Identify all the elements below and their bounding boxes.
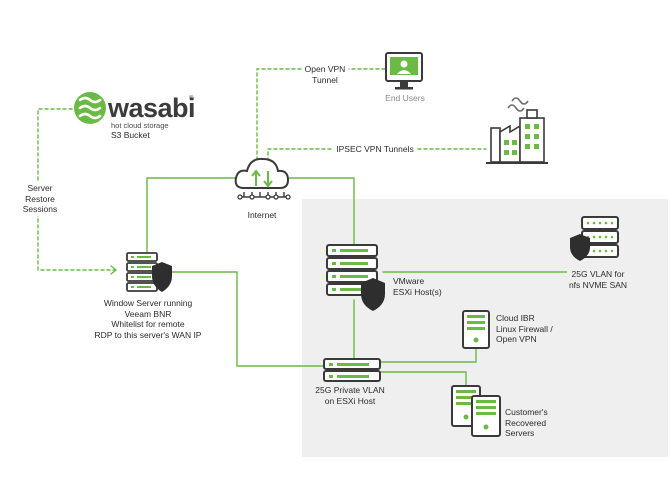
switch-icon [323,358,381,382]
s3-bucket-label: S3 Bucket [111,130,150,140]
switch-recovered-line [379,371,467,389]
internet-label: Internet [247,210,277,220]
recovered-servers-label: Customer's Recovered Servers [505,407,548,438]
firewall-tower-icon [462,310,490,349]
private-vlan-label: 25G Private VLAN on ESXi Host [315,385,385,406]
winserver-switch-line [163,271,325,367]
factory-icon [486,97,548,164]
server-stack-shield-icon [326,244,385,311]
cloud-internet-icon [234,157,291,200]
ipsec-label: IPSEC VPN Tunnels [333,144,417,155]
wasabi-logo-icon [74,92,106,124]
vmware-label: VMware ESXi Host(s) [391,276,444,297]
vpn-tunnel-label: Open VPN Tunnel [301,64,349,85]
cloud-ibr-label: Cloud IBR Linux Firewall / Open VPN [496,313,553,344]
server-shield-icon [126,252,172,292]
window-server-label: Window Server running Veeam BNR Whitelis… [94,298,202,340]
vlan-nfs-label: 25G VLAN for nfs NVME SAN [566,269,630,290]
wasabi-wordmark: wasabi [108,93,196,123]
recovered-servers-icon [451,385,501,437]
monitor-user-icon [385,52,423,90]
wasabi-tagline: hot cloud storage [111,121,169,130]
storage-shield-icon [570,216,619,261]
wasabi-registered-mark: ® [189,96,194,102]
end-users-label: End Users [385,93,425,103]
server-restore-label: Server Restore Sessions [22,182,58,216]
internet-vmware-line [283,177,355,246]
internet-winserver-line [146,177,237,254]
switch-firewall-line [379,347,477,363]
